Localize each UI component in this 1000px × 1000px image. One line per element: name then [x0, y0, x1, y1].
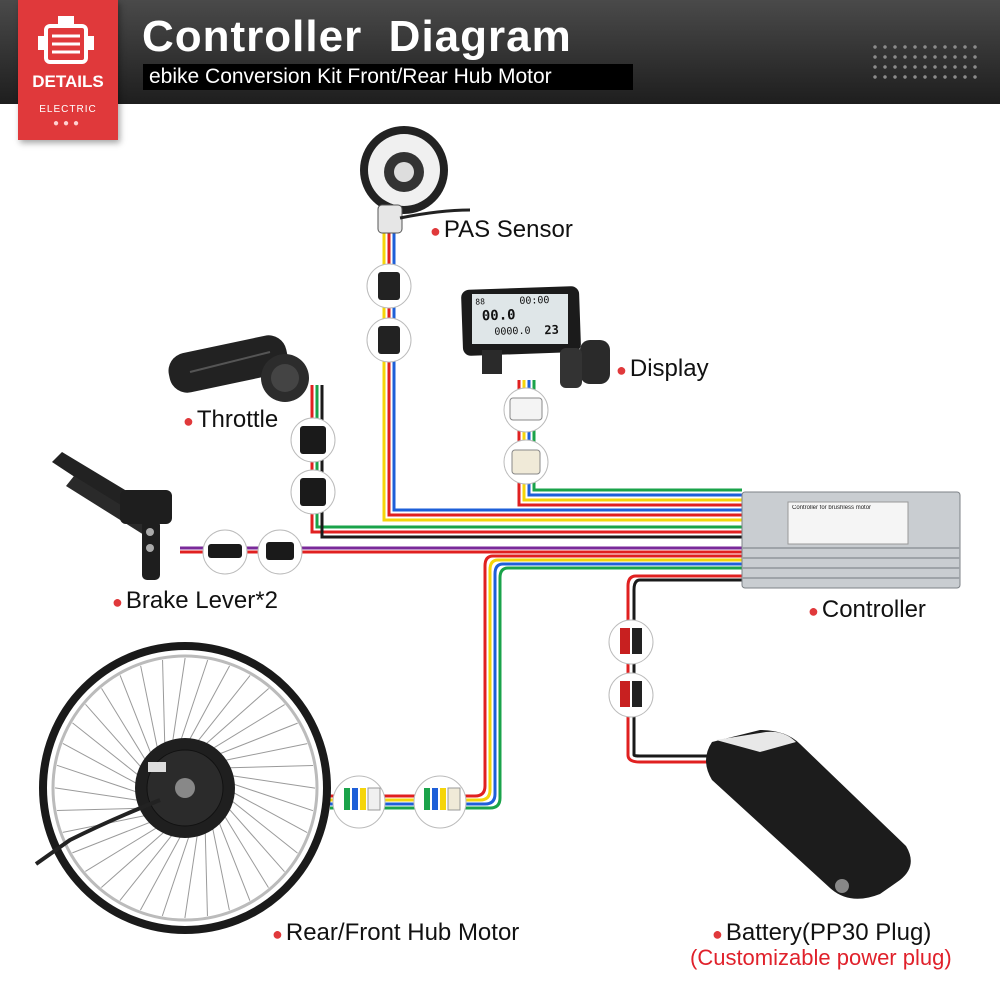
throttle-connector-male: [290, 417, 336, 463]
label-battery: ●Battery(PP30 Plug): [712, 919, 932, 946]
lcd-speed: 00.0: [481, 307, 516, 325]
battery-label-text: Battery(PP30 Plug): [725, 919, 932, 946]
wheel-spoke: [101, 688, 151, 769]
display-cable: [517, 380, 742, 507]
page-subtitle: ebike Conversion Kit Front/Rear Hub Moto…: [143, 64, 633, 90]
label-hub-motor: ●Rear/Front Hub Motor: [272, 919, 520, 946]
engine-icon: [38, 16, 94, 64]
pas-sensor: [360, 126, 471, 234]
battery-pack: [706, 730, 911, 899]
lcd-odo: 0000.0: [494, 325, 531, 338]
motor-connector-male: [332, 775, 386, 829]
wheel-spoke: [161, 827, 193, 917]
page-title: Controller Diagram: [142, 12, 572, 61]
controller-plate-title: Controller for brushless motor: [792, 505, 872, 511]
battery-cable: [626, 574, 742, 764]
display-connector-female: [503, 439, 549, 485]
battery-note: (Customizable power plug): [690, 945, 952, 970]
wheel-spoke: [119, 675, 155, 763]
wheel-spoke: [54, 787, 148, 803]
wheel-spoke: [204, 822, 208, 917]
wheel-spoke: [191, 675, 251, 749]
label-brake-lever: ●Brake Lever*2: [112, 587, 278, 614]
label-pas-sensor: ●PAS Sensor: [430, 216, 573, 243]
wheel-spoke: [198, 688, 269, 751]
label-throttle: ●Throttle: [183, 406, 279, 433]
wheel-spoke: [210, 818, 230, 911]
header-dot-pattern: [870, 42, 980, 82]
brake-label-text: Brake Lever*2: [125, 587, 278, 614]
throttle-label-text: Throttle: [196, 406, 279, 433]
battery-connector-male: [608, 672, 654, 718]
motor-label-text: Rear/Front Hub Motor: [285, 919, 520, 946]
wheel-spoke: [184, 825, 200, 919]
wheel-spoke: [72, 818, 160, 854]
badge-dots: ●●●: [52, 118, 84, 129]
brake-connector-male: [202, 529, 248, 575]
wheel-spoke: [210, 722, 298, 758]
wheel-spoke: [72, 722, 146, 782]
pas-label-text: PAS Sensor: [443, 216, 573, 243]
wheel-spoke: [219, 807, 269, 888]
wheel-spoke: [101, 825, 172, 888]
wheel-spoke: [219, 765, 314, 769]
lcd-screen-text: 88 00:00 00.0 0000.0 23: [473, 294, 569, 345]
details-badge: DETAILS ELECTRIC ●●●: [18, 0, 118, 140]
pas-connector-female: [366, 317, 412, 363]
label-display: ●Display: [616, 355, 709, 382]
wheel-spoke: [184, 665, 231, 749]
battery-connector-female: [608, 619, 654, 665]
motor-cable: [330, 554, 742, 810]
controller-label-text: Controller: [821, 596, 926, 623]
wheel-spoke: [119, 827, 179, 901]
wheel-spoke: [170, 657, 186, 751]
wheel-spoke: [222, 773, 316, 789]
hub-motor-wheel: [34, 642, 331, 934]
lcd-display: [461, 286, 610, 388]
wheel-spoke: [62, 742, 146, 789]
display-connector-male: [503, 387, 549, 433]
wheel-spoke: [204, 704, 285, 754]
wheel-spoke: [162, 659, 166, 754]
throttle-connector-female: [290, 469, 336, 515]
wheel-spoke: [222, 801, 285, 872]
wheel-spoke: [177, 659, 209, 749]
label-controller: ●Controller: [808, 596, 926, 623]
wheel-spoke: [85, 704, 148, 775]
lcd-top-right: 00:00: [519, 294, 550, 308]
wheel-spoke: [215, 743, 308, 763]
wheel-spoke: [139, 827, 186, 911]
wheel-spoke: [224, 787, 308, 834]
lcd-temp: 23: [544, 322, 560, 338]
lcd-top-left: 88: [475, 297, 486, 307]
brake-lever: [52, 452, 172, 580]
wheel-spoke: [56, 764, 146, 796]
wheel-spoke: [215, 813, 251, 901]
wheel-spoke: [85, 822, 166, 872]
motor-connector-female: [413, 775, 467, 829]
wheel-spoke: [140, 665, 160, 758]
wheel-spoke: [224, 794, 298, 854]
pas-connector-male: [366, 263, 412, 309]
display-label-text: Display: [629, 355, 709, 382]
badge-subtitle: ELECTRIC: [39, 104, 97, 115]
badge-title: DETAILS: [32, 72, 104, 91]
wheel-spoke: [224, 780, 314, 812]
throttle-grip: [168, 335, 309, 402]
brake-connector-female: [257, 529, 303, 575]
controller-box: [741, 491, 961, 589]
